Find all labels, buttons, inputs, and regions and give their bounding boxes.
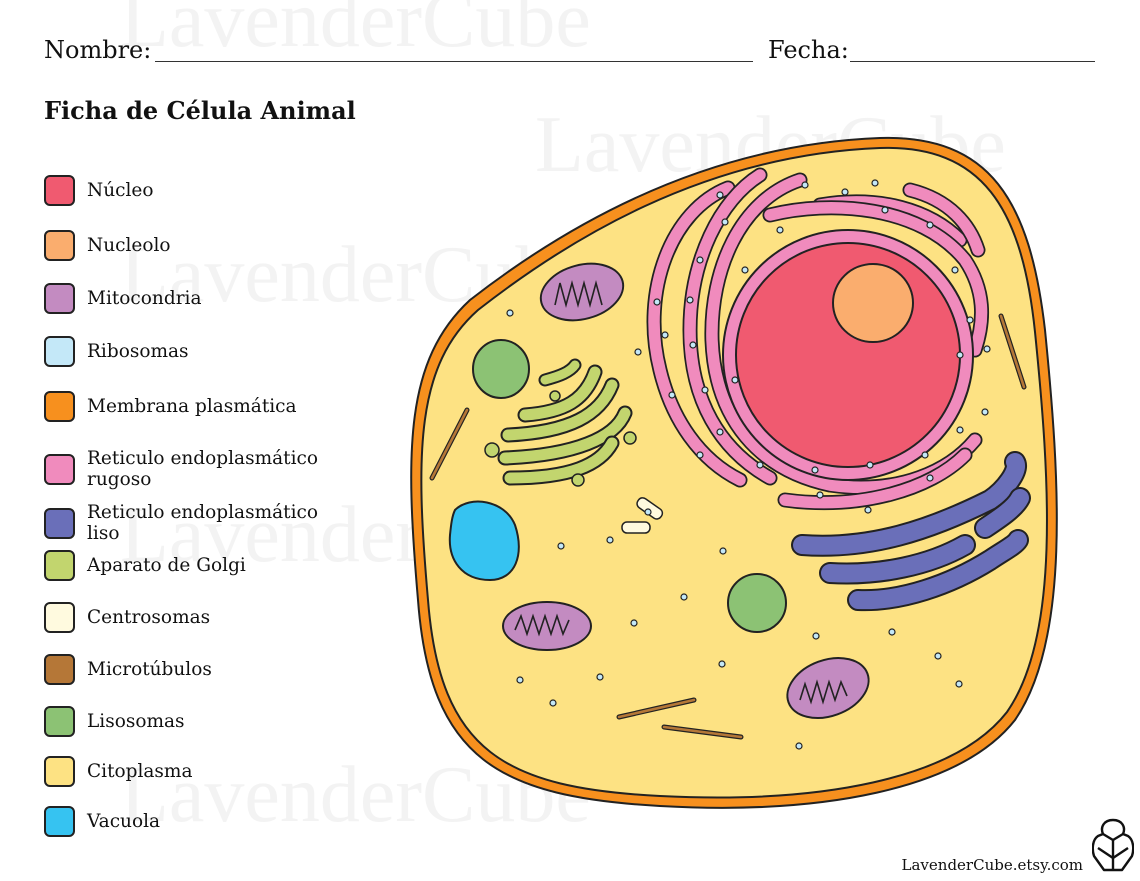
cube-logo-icon [1092, 818, 1134, 874]
legend-label: Aparato de Golgi [87, 555, 246, 576]
legend-item-lisosomas[interactable]: Lisosomas [44, 706, 384, 737]
legend-item-rer[interactable]: Reticulo endoplasmático rugoso [44, 448, 384, 490]
swatch-lisosomas [44, 706, 75, 737]
legend-label: Ribosomas [87, 341, 189, 362]
legend-label: Reticulo endoplasmático rugoso [87, 448, 318, 490]
vacuole [450, 502, 519, 580]
date-field[interactable] [850, 61, 1095, 62]
legend-item-centrosomas[interactable]: Centrosomas [44, 602, 384, 633]
swatch-microtubulos [44, 654, 75, 685]
swatch-nucleolo [44, 230, 75, 261]
swatch-citoplasma [44, 756, 75, 787]
legend-label: Núcleo [87, 180, 153, 201]
name-label: Nombre: [44, 36, 151, 64]
swatch-vacuola [44, 806, 75, 837]
swatch-rel [44, 508, 75, 539]
legend-label: Lisosomas [87, 711, 185, 732]
legend-item-rel[interactable]: Reticulo endoplasmático liso [44, 502, 384, 544]
date-label: Fecha: [768, 36, 849, 64]
legend-item-microtubulos[interactable]: Microtúbulos [44, 654, 384, 685]
animal-cell-diagram [400, 125, 1070, 815]
legend-label: Mitocondria [87, 288, 201, 309]
nucleolus [833, 264, 913, 342]
swatch-membrana [44, 391, 75, 422]
swatch-golgi [44, 550, 75, 581]
legend-label: Nucleolo [87, 235, 171, 256]
legend-label: Microtúbulos [87, 659, 212, 680]
swatch-rer [44, 454, 75, 485]
legend-label: Citoplasma [87, 761, 193, 782]
legend-label: Reticulo endoplasmático liso [87, 502, 318, 544]
legend-item-golgi[interactable]: Aparato de Golgi [44, 550, 384, 581]
page-title: Ficha de Célula Animal [44, 96, 356, 125]
swatch-nucleo [44, 175, 75, 206]
swatch-mitocondria [44, 283, 75, 314]
legend-item-mitocondria[interactable]: Mitocondria [44, 283, 384, 314]
legend-label: Membrana plasmática [87, 396, 297, 417]
swatch-ribosomas [44, 336, 75, 367]
legend-item-vacuola[interactable]: Vacuola [44, 806, 384, 837]
name-field[interactable] [155, 61, 753, 62]
legend-item-nucleolo[interactable]: Nucleolo [44, 230, 384, 261]
swatch-centrosomas [44, 602, 75, 633]
watermark: LavenderCube [120, 0, 591, 66]
legend-label: Centrosomas [87, 607, 210, 628]
legend-item-citoplasma[interactable]: Citoplasma [44, 756, 384, 787]
legend-label: Vacuola [87, 811, 160, 832]
legend-item-membrana[interactable]: Membrana plasmática [44, 391, 384, 422]
legend-item-ribosomas[interactable]: Ribosomas [44, 336, 384, 367]
legend-item-nucleo[interactable]: Núcleo [44, 175, 384, 206]
site-url[interactable]: LavenderCube.etsy.com [902, 856, 1083, 874]
